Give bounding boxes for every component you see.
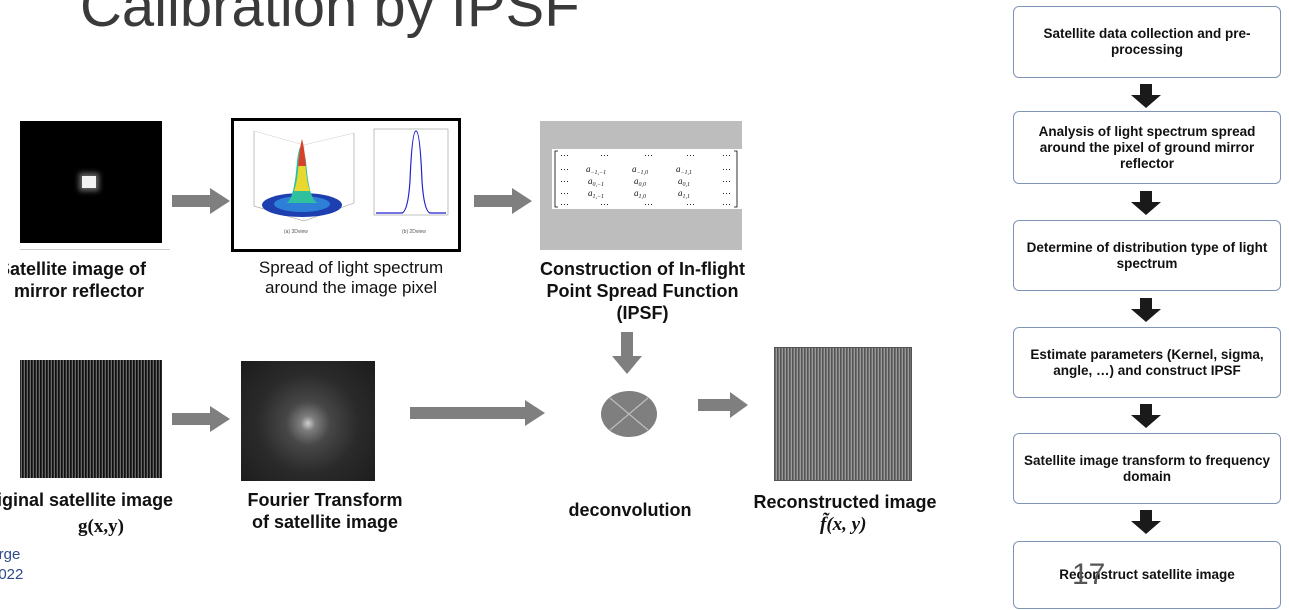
svg-text:⋯: ⋯ bbox=[600, 150, 609, 160]
fourier-caption: Fourier Transform of satellite image bbox=[247, 490, 403, 532]
svg-text:⋯: ⋯ bbox=[644, 199, 653, 209]
ipsf-panel: ⋯ ⋯ ⋯ ⋯ ⋯ ⋯ a−1,−1 a−1,0 a−1,1 ⋯ ⋯ a0,−1… bbox=[540, 121, 742, 250]
reconstructed-formula: f̃(x, y) bbox=[820, 514, 867, 535]
svg-text:⋯: ⋯ bbox=[560, 188, 569, 198]
arrow-right-1 bbox=[172, 188, 230, 214]
slide-title: Calibration by IPSF bbox=[80, 0, 580, 39]
flow-step-4: Estimate parameters (Kernel, sigma, angl… bbox=[1013, 327, 1281, 398]
svg-text:a0,1: a0,1 bbox=[678, 176, 690, 188]
svg-text:⋯: ⋯ bbox=[722, 164, 731, 174]
deconvolution-operator-icon bbox=[601, 391, 657, 437]
svg-text:⋯: ⋯ bbox=[686, 199, 695, 209]
ipsf-caption: Construction of In-flight Point Spread F… bbox=[540, 259, 745, 323]
flow-step-3: Determine of distribution type of light … bbox=[1013, 220, 1281, 291]
image-baseline bbox=[20, 249, 170, 250]
deconvolution-caption: deconvolution bbox=[568, 500, 692, 520]
reflector-bright-pixel bbox=[82, 176, 96, 188]
arrow-down-ipsf bbox=[612, 332, 642, 374]
3d-gaussian-plot bbox=[253, 130, 355, 222]
svg-text:⋯: ⋯ bbox=[644, 150, 653, 160]
ipsf-matrix: ⋯ ⋯ ⋯ ⋯ ⋯ ⋯ a−1,−1 a−1,0 a−1,1 ⋯ ⋯ a0,−1… bbox=[552, 149, 742, 209]
spread-plot-figure: (a) 3Dview (b) 2Dview bbox=[231, 118, 461, 252]
svg-text:⋯: ⋯ bbox=[686, 150, 695, 160]
reconstructed-caption: Reconstructed image bbox=[753, 492, 937, 512]
svg-text:a−1,1: a−1,1 bbox=[676, 164, 692, 176]
svg-text:⋯: ⋯ bbox=[560, 164, 569, 174]
svg-text:⋯: ⋯ bbox=[722, 150, 731, 160]
flow-arrow-1 bbox=[1131, 84, 1161, 108]
flow-step-5: Satellite image transform to frequency d… bbox=[1013, 433, 1281, 504]
flow-step-2: Analysis of light spectrum spread around… bbox=[1013, 111, 1281, 184]
original-satellite-image bbox=[20, 360, 162, 478]
svg-text:⋯: ⋯ bbox=[600, 199, 609, 209]
footer-left: Large 2022 bbox=[0, 546, 24, 583]
fig-label-2d: (b) 2Dview bbox=[402, 229, 426, 235]
svg-text:a−1,0: a−1,0 bbox=[632, 164, 648, 176]
arrow-right-3 bbox=[172, 406, 230, 432]
svg-text:a0,−1: a0,−1 bbox=[588, 176, 604, 188]
svg-text:a0,0: a0,0 bbox=[634, 176, 646, 188]
sat-image-caption: Satellite image of mirror reflector bbox=[0, 259, 147, 301]
flow-arrow-3 bbox=[1131, 298, 1161, 322]
reconstructed-image bbox=[774, 347, 912, 481]
svg-text:⋯: ⋯ bbox=[722, 199, 731, 209]
fourier-image bbox=[241, 361, 375, 481]
original-caption: Original satellite image bbox=[0, 490, 174, 510]
arrow-right-2 bbox=[474, 188, 532, 214]
spread-caption: Spread of light spectrum around the imag… bbox=[258, 258, 444, 297]
flow-step-6: Reconstruct satellite image bbox=[1013, 541, 1281, 609]
arrow-right-5 bbox=[698, 392, 748, 418]
svg-text:⋯: ⋯ bbox=[722, 176, 731, 186]
page-number: 17 bbox=[1072, 558, 1106, 591]
matrix-svg: ⋯ ⋯ ⋯ ⋯ ⋯ ⋯ a−1,−1 a−1,0 a−1,1 ⋯ ⋯ a0,−1… bbox=[554, 150, 738, 209]
svg-text:⋯: ⋯ bbox=[722, 188, 731, 198]
mirror-reflector-image bbox=[20, 121, 162, 243]
svg-text:⋯: ⋯ bbox=[560, 199, 569, 209]
original-formula: g(x,y) bbox=[78, 516, 124, 537]
mat-dots: ⋯ bbox=[560, 150, 569, 160]
arrow-right-4 bbox=[410, 400, 545, 426]
spread-plots-svg: (a) 3Dview (b) 2Dview bbox=[253, 128, 449, 235]
svg-text:⋯: ⋯ bbox=[560, 176, 569, 186]
flow-arrow-5 bbox=[1131, 510, 1161, 534]
flow-step-1: Satellite data collection and pre-proces… bbox=[1013, 6, 1281, 78]
flow-arrow-4 bbox=[1131, 404, 1161, 428]
svg-text:a−1,−1: a−1,−1 bbox=[586, 164, 606, 176]
fig-label-3d: (a) 3Dview bbox=[284, 229, 308, 235]
flow-arrow-2 bbox=[1131, 191, 1161, 215]
2d-gaussian-plot bbox=[373, 128, 449, 216]
